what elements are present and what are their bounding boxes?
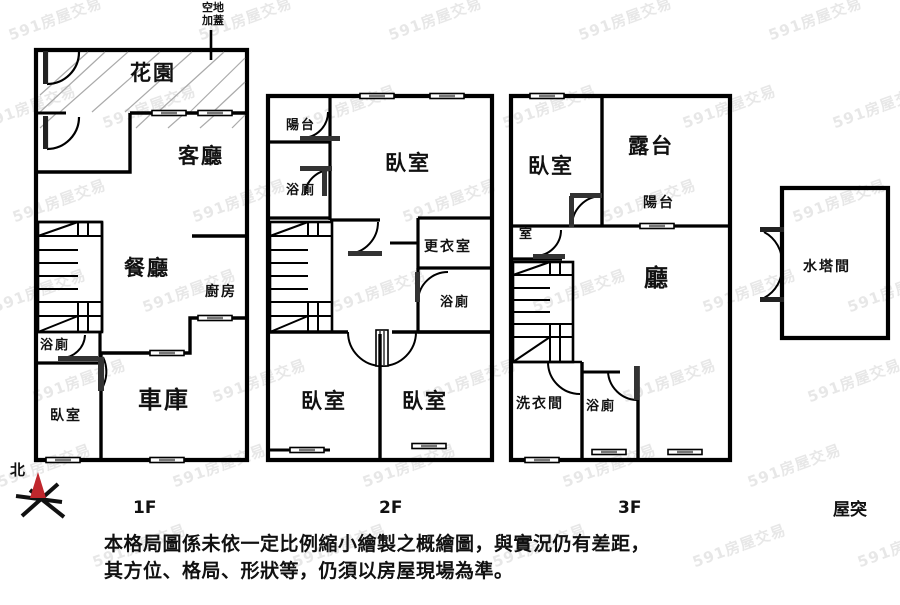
- room-label-3f: 露台: [628, 133, 674, 158]
- room-label-1f: 車庫: [138, 385, 190, 414]
- floor-3f-plan: [508, 92, 733, 464]
- garden-hatch: [39, 51, 246, 129]
- room-label-2f: 臥室: [402, 388, 448, 413]
- door-swing: [571, 195, 603, 227]
- room-label-1f: 臥室: [50, 408, 82, 424]
- floor-tag: 屋突: [833, 500, 867, 520]
- annotation-line-2: 加蓋: [202, 13, 224, 27]
- annotation-line-1: 空地: [202, 1, 224, 14]
- room-label-3f: 室: [519, 227, 535, 242]
- room-label-1f: 客廳: [178, 143, 224, 168]
- room-label-2f: 陽台: [286, 118, 317, 133]
- door-swing: [607, 371, 638, 401]
- room-label-3f: 浴廁: [586, 399, 617, 414]
- disclaimer-line-1: 本格局圖係未依一定比例縮小繪製之概繪圖，與實況仍有差距，: [104, 533, 651, 555]
- floor-tag: 2F: [379, 498, 403, 518]
- annotation-vacant-land: 空地 加蓋: [183, 1, 243, 27]
- room-label-1f: 浴廁: [40, 338, 71, 353]
- room-label-3f: 廳: [644, 263, 670, 292]
- floor-roof-plan: [760, 185, 891, 341]
- room-label-1f: 廚房: [205, 284, 237, 300]
- room-label-2f: 浴廁: [440, 295, 471, 310]
- room-label-3f: 陽台: [643, 195, 675, 211]
- room-label-3f: 臥室: [528, 153, 574, 178]
- disclaimer-line-2: 其方位、格局、形狀等，仍須以房屋現場為準。: [104, 559, 514, 582]
- compass-rose: [15, 472, 66, 519]
- door-swing: [534, 229, 562, 257]
- room-label-1f: 花園: [130, 60, 176, 85]
- staircase-2f: [268, 220, 334, 334]
- door-swing: [347, 221, 380, 255]
- room-label-3f: 洗衣間: [516, 396, 564, 412]
- staircase-3f: [511, 260, 582, 364]
- floor-1f-plan: [33, 30, 250, 464]
- floor-tag: 3F: [618, 498, 642, 518]
- disclaimer-note: 本格局圖係未依一定比例縮小繪製之概繪圖，與實況仍有差距， 其方位、格局、形狀等，…: [104, 531, 894, 585]
- door-swing: [547, 361, 581, 395]
- door-swing-double: [763, 231, 784, 299]
- room-label-2f: 更衣室: [424, 239, 472, 255]
- room-label-roof: 水塔間: [803, 259, 851, 275]
- compass-label: 北: [10, 461, 26, 479]
- room-label-2f: 浴廁: [286, 183, 317, 198]
- room-label-2f: 臥室: [385, 150, 431, 175]
- floor-2f-plan: [265, 92, 495, 463]
- room-label-1f: 餐廳: [124, 255, 170, 280]
- staircase-1f: [36, 220, 104, 334]
- room-label-2f: 臥室: [301, 388, 347, 413]
- north-arrow-icon: [30, 472, 46, 498]
- floor-tag: 1F: [133, 498, 157, 518]
